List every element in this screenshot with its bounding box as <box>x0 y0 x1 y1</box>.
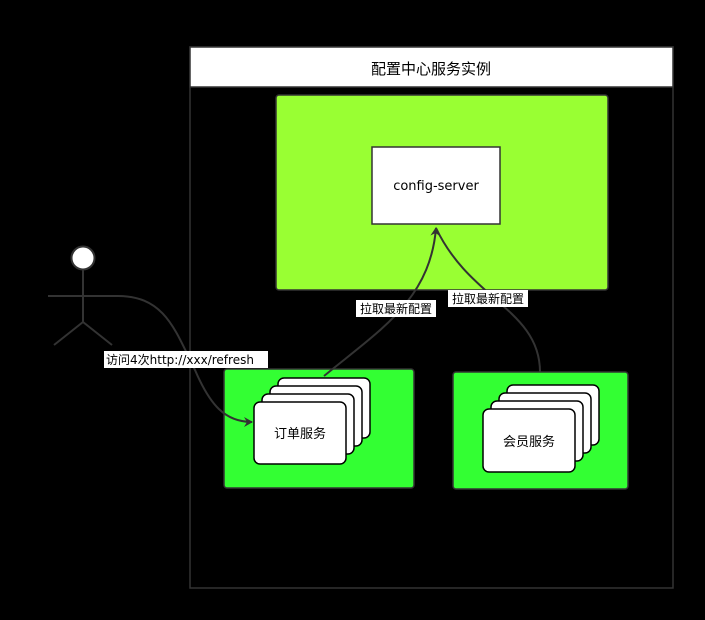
member-pull-label: 拉取最新配置 <box>452 291 524 306</box>
member-service-label: 会员服务 <box>503 434 555 450</box>
user-actor-icon <box>48 245 118 346</box>
config-server-label: config-server <box>393 179 479 194</box>
actor-refresh-label: 访问4次http://xxx/refresh <box>106 353 254 367</box>
order-pull-label: 拉取最新配置 <box>360 301 432 316</box>
config-server-node[interactable] <box>371 146 501 225</box>
order-service-zone: 订单服务 <box>223 368 415 489</box>
container-title-bar <box>189 46 674 88</box>
container-title: 配置中心服务实例 <box>371 60 491 78</box>
order-service-node[interactable] <box>253 401 347 465</box>
member-service-node[interactable] <box>482 408 576 473</box>
config-server-zone: config-server <box>275 94 609 291</box>
member-service-zone: 会员服务 <box>452 371 629 490</box>
order-service-label: 订单服务 <box>274 426 326 442</box>
actor-refresh-edge <box>117 295 253 427</box>
